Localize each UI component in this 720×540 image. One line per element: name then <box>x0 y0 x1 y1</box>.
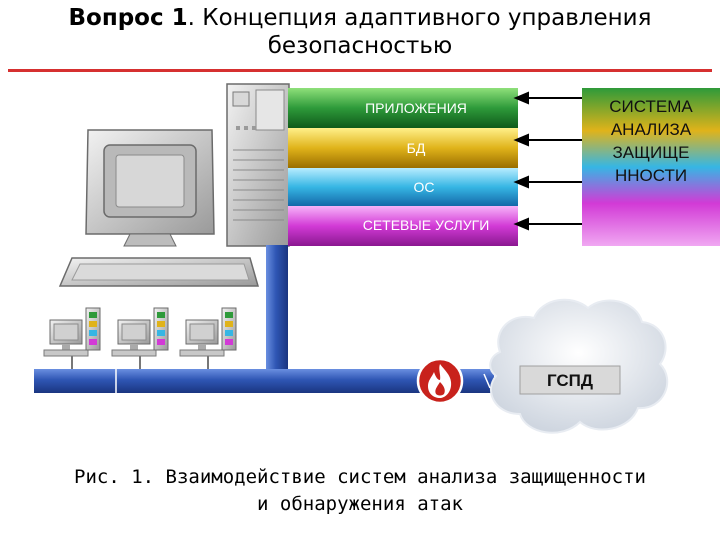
layer-band-network-services <box>288 206 518 246</box>
title-line1: . Концепция адаптивного управления <box>187 5 652 31</box>
title-divider <box>8 69 712 72</box>
layer-label: БД <box>407 140 426 156</box>
arrow-left-icon <box>513 133 529 147</box>
scan-arrows <box>513 91 582 231</box>
caption-line1: Рис. 1. Взаимодействие систем анализа за… <box>74 466 646 488</box>
workstation-icon <box>43 307 101 369</box>
title-question-number: Вопрос 1 <box>68 5 188 31</box>
layer-stack: ПРИЛОЖЕНИЯ БД ОС СЕТЕВЫЕ УСЛУГИ <box>288 88 518 246</box>
layer-label: ПРИЛОЖЕНИЯ <box>365 100 467 116</box>
layer-band-os <box>288 168 518 206</box>
arrow-left-icon <box>513 91 529 105</box>
layer-band-db <box>288 128 518 168</box>
figure-caption: Рис. 1. Взаимодействие систем анализа за… <box>0 464 720 518</box>
slide-title: Вопрос 1. Концепция адаптивного управлен… <box>0 4 720 60</box>
analysis-system-label: АНАЛИЗА <box>611 120 692 139</box>
workstation-icon <box>111 307 169 369</box>
network-label: ГСПД <box>547 371 593 390</box>
analysis-system-label: СИСТЕМА <box>609 97 693 116</box>
analysis-system-label: ННОСТИ <box>615 166 687 185</box>
firewall-icon <box>416 357 464 405</box>
layer-label: ОС <box>414 179 435 195</box>
analysis-system-block: СИСТЕМА АНАЛИЗА ЗАЩИЩЕ ННОСТИ <box>582 88 720 246</box>
analysis-system-label: ЗАЩИЩЕ <box>612 143 689 162</box>
caption-line2: и обнаружения атак <box>257 493 463 515</box>
keyboard-icon <box>58 257 259 287</box>
layer-band-applications <box>288 88 518 128</box>
arrow-left-icon <box>513 175 529 189</box>
arrow-left-icon <box>513 217 529 231</box>
network-label-box <box>519 365 621 395</box>
server-tower-icon <box>226 83 290 247</box>
workstation-icon <box>179 307 237 369</box>
layer-label: СЕТЕВЫЕ УСЛУГИ <box>363 217 490 233</box>
monitor-icon <box>85 129 215 247</box>
title-line2: безопасностью <box>267 33 453 59</box>
bus-riser <box>266 245 288 377</box>
